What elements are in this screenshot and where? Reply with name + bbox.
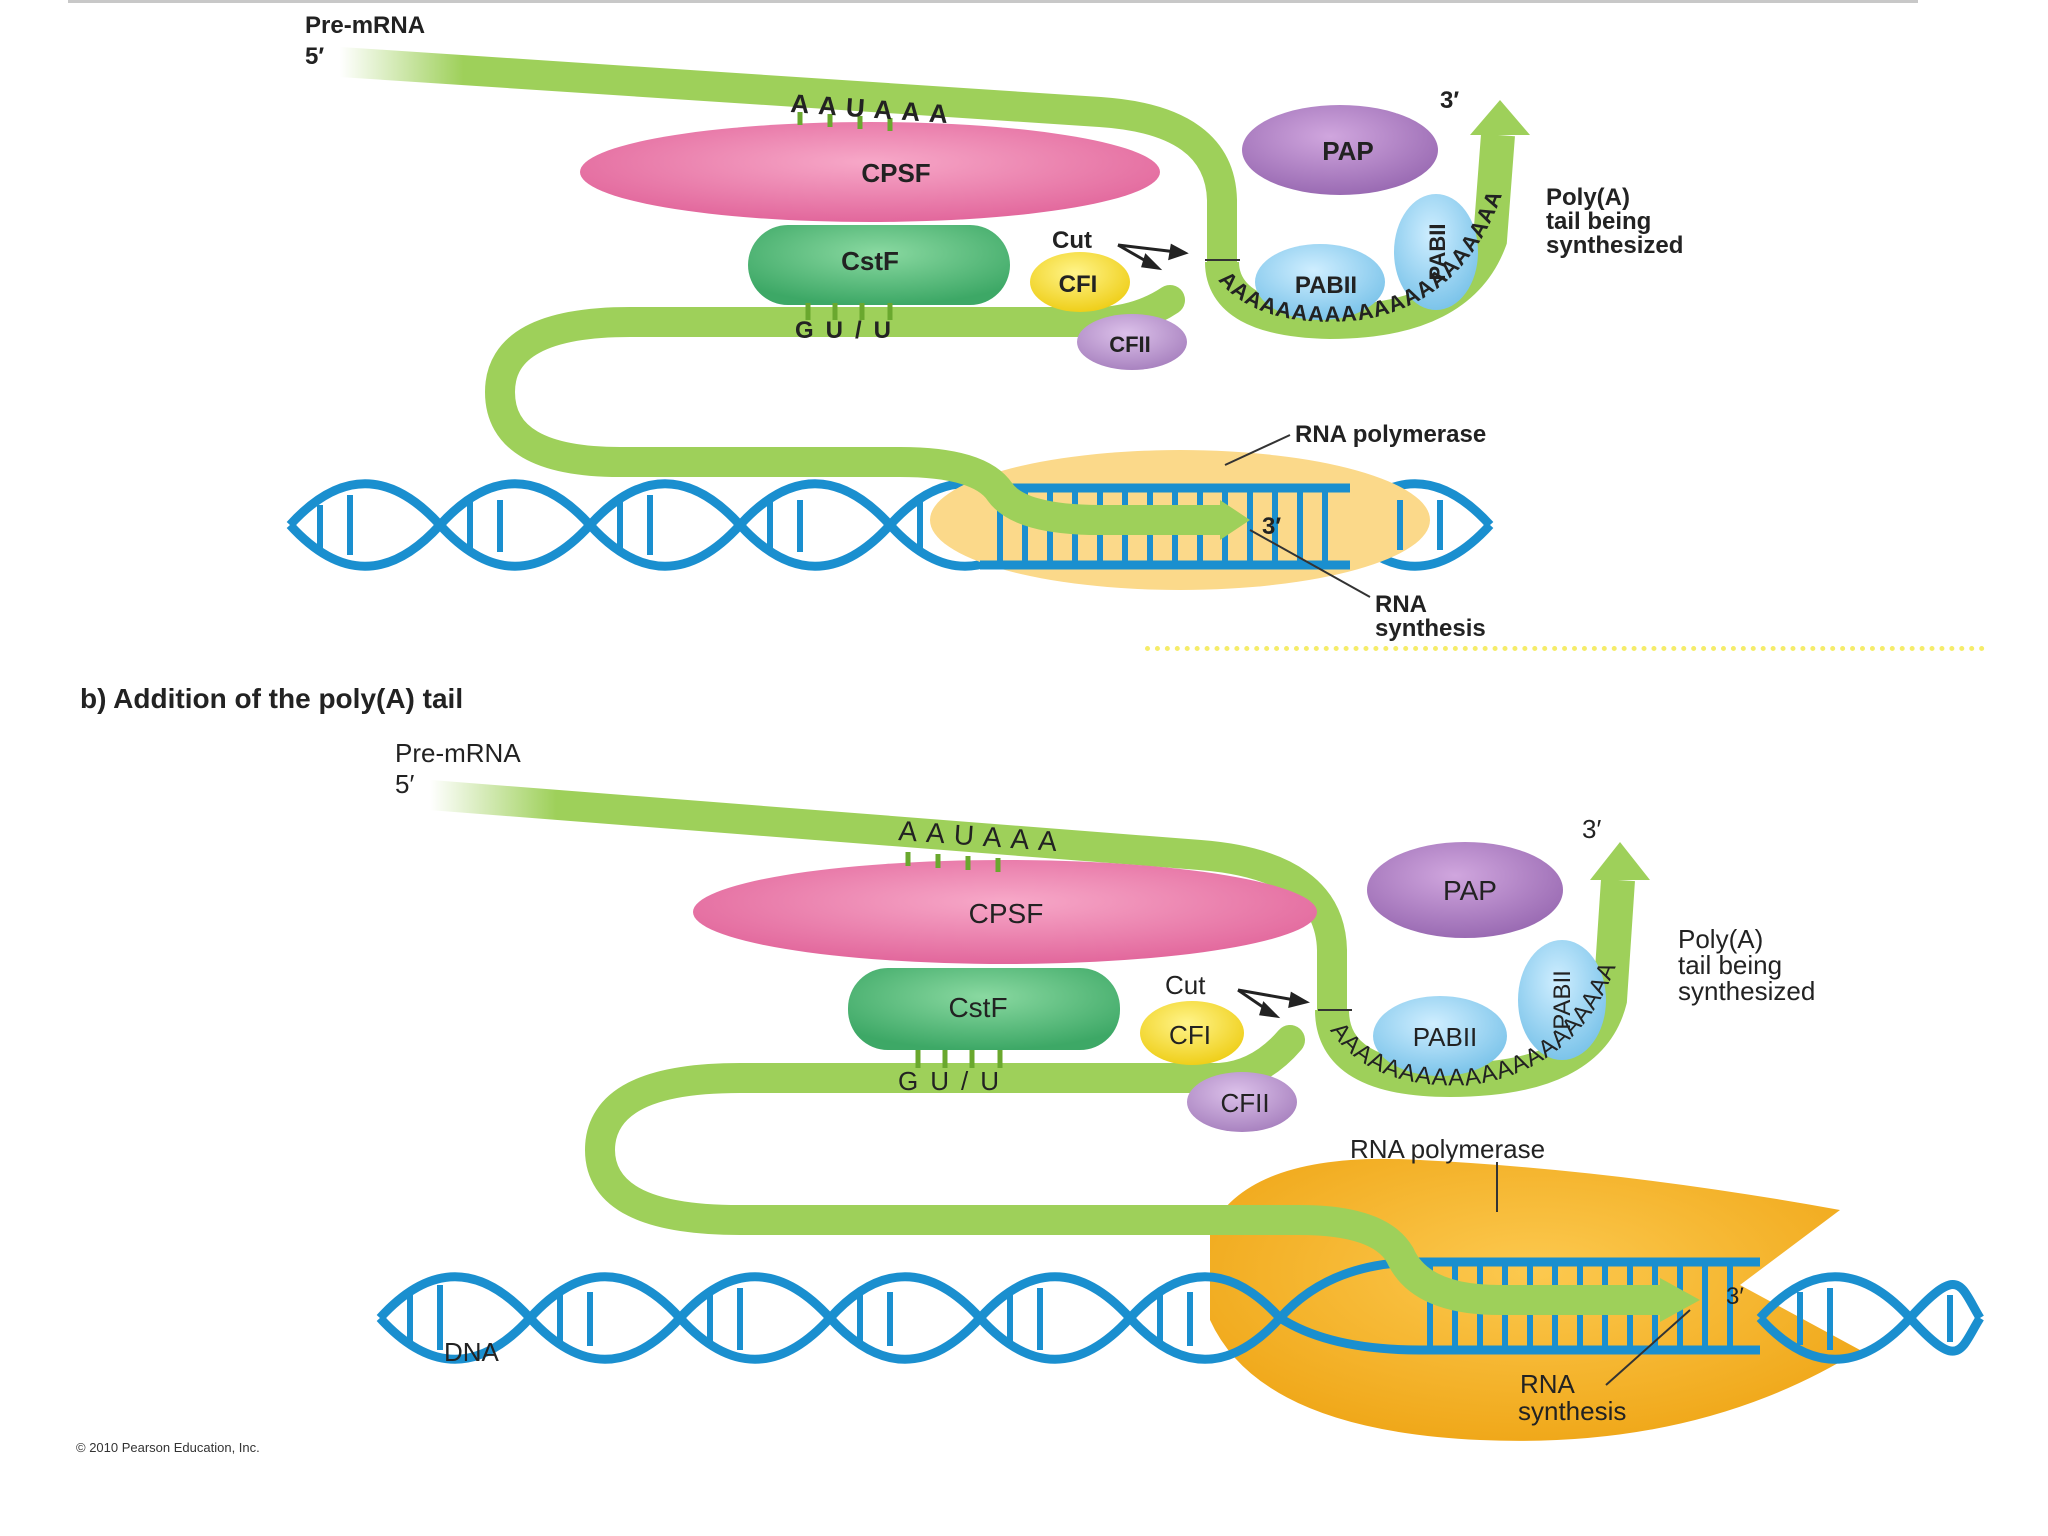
cstf-protein-1 [748,225,1010,305]
rna-synthesis-line2-2: synthesis [1518,1396,1626,1426]
pap-protein-2 [1367,842,1563,938]
pabii-vertical-protein-2 [1518,940,1606,1060]
poly-a-label-line2-1: tail being [1546,208,1651,235]
cstf-label-2: CstF [948,992,1007,1023]
pabii-vertical-label-1: PABII [1425,223,1450,280]
cut-label-2: Cut [1165,970,1206,1000]
pre-mrna-label-1: Pre-mRNA [305,12,425,39]
pabii-vertical-protein-1 [1394,194,1478,310]
gu-rich-label-2: GU/U [898,1066,1011,1096]
poly-a-label-line1-1: Poly(A) [1546,184,1630,211]
rna-3prime-arrow-2 [1660,1278,1700,1322]
dna-helix-2 [376,1272,1984,1364]
pabii-vertical-label-2: PABII [1549,970,1576,1030]
cfii-protein-2 [1187,1072,1297,1132]
cpsf-protein-2 [693,860,1317,964]
cfii-label-2: CFII [1220,1088,1269,1118]
three-prime-tail-label-1: 3′ [1440,87,1459,114]
pabii-protein-1 [1255,244,1385,320]
synthesis-leader-2 [1605,1309,1691,1386]
poly-a-tail-arrow-1 [1470,100,1530,135]
poly-a-label-line3-2: synthesized [1678,976,1815,1006]
gu-rich-label-1: GU/U [795,317,903,344]
cut-label-1: Cut [1052,227,1092,254]
rna-synthesis-line2-1: synthesis [1375,615,1486,642]
copyright-notice: © 2010 Pearson Education, Inc. [76,1440,260,1455]
pap-protein-1 [1242,105,1438,195]
polymerase-leader-1 [1224,434,1291,466]
dna-rungs-2 [407,1262,1953,1350]
cfii-label-1: CFII [1109,332,1151,357]
pabii-protein-2 [1373,996,1507,1076]
signal-ticks-1 [797,112,893,320]
five-prime-label-1: 5′ [305,43,324,70]
cpsf-label-2: CPSF [969,898,1044,929]
rna-polymerase-label-2: RNA polymerase [1350,1134,1545,1164]
rna-polymerase-label-1: RNA polymerase [1295,421,1486,448]
decorative-dotted-line [1145,646,1985,651]
cpsf-label-1: CPSF [861,158,930,188]
poly-a-label-line2-2: tail being [1678,950,1782,980]
pre-mrna-strand-1 [325,47,1237,535]
panel-1: Pre-mRNA 5′ AAUAAA GU/U CPSF CstF CFI CF… [286,12,1683,642]
cfii-protein-1 [1077,314,1187,370]
cfi-label-2: CFI [1169,1020,1211,1050]
cstf-protein-2 [848,968,1120,1050]
cut-arrow-1 [1117,243,1189,271]
cfi-label-1: CFI [1059,271,1098,298]
cfi-protein-1 [1030,252,1130,312]
five-prime-label-2: 5′ [395,769,414,799]
three-prime-rna-label-1: 3′ [1262,513,1281,540]
cut-arrow-2 [1237,988,1310,1019]
cstf-label-1: CstF [841,246,899,276]
aauaaa-signal-2: AAUAAA [898,815,1067,858]
figure-caption: b) Addition of the poly(A) tail [80,683,463,714]
pre-mrna-strand-2 [415,780,1675,1315]
panel-2: Pre-mRNA 5′ AAUAAA GU/U CPSF CstF CFI CF… [376,738,1984,1441]
pre-mrna-label-2: Pre-mRNA [395,738,521,768]
cfi-protein-2 [1140,1001,1244,1065]
cpsf-protein-1 [580,122,1160,222]
three-prime-tail-label-2: 3′ [1582,814,1601,844]
synthesis-leader-1 [1249,529,1371,598]
poly-a-tail-arrow-2 [1590,842,1650,880]
signal-ticks-2 [905,852,1003,1068]
three-prime-rna-label-2: 3′ [1726,1283,1744,1310]
pabii-label-1: PABII [1295,272,1357,299]
poly-a-label-line1-2: Poly(A) [1678,924,1763,954]
dna-label: DNA [444,1337,500,1367]
poly-a-label-line3-1: synthesized [1546,232,1683,259]
rna-3prime-arrow-1 [1220,500,1250,540]
top-rule [68,0,1918,3]
pap-label-1: PAP [1322,136,1374,166]
rna-synthesis-line1-2: RNA [1520,1369,1576,1399]
rna-synthesis-line1-1: RNA [1375,591,1427,618]
pabii-label-2: PABII [1413,1022,1478,1052]
pap-label-2: PAP [1443,875,1497,906]
